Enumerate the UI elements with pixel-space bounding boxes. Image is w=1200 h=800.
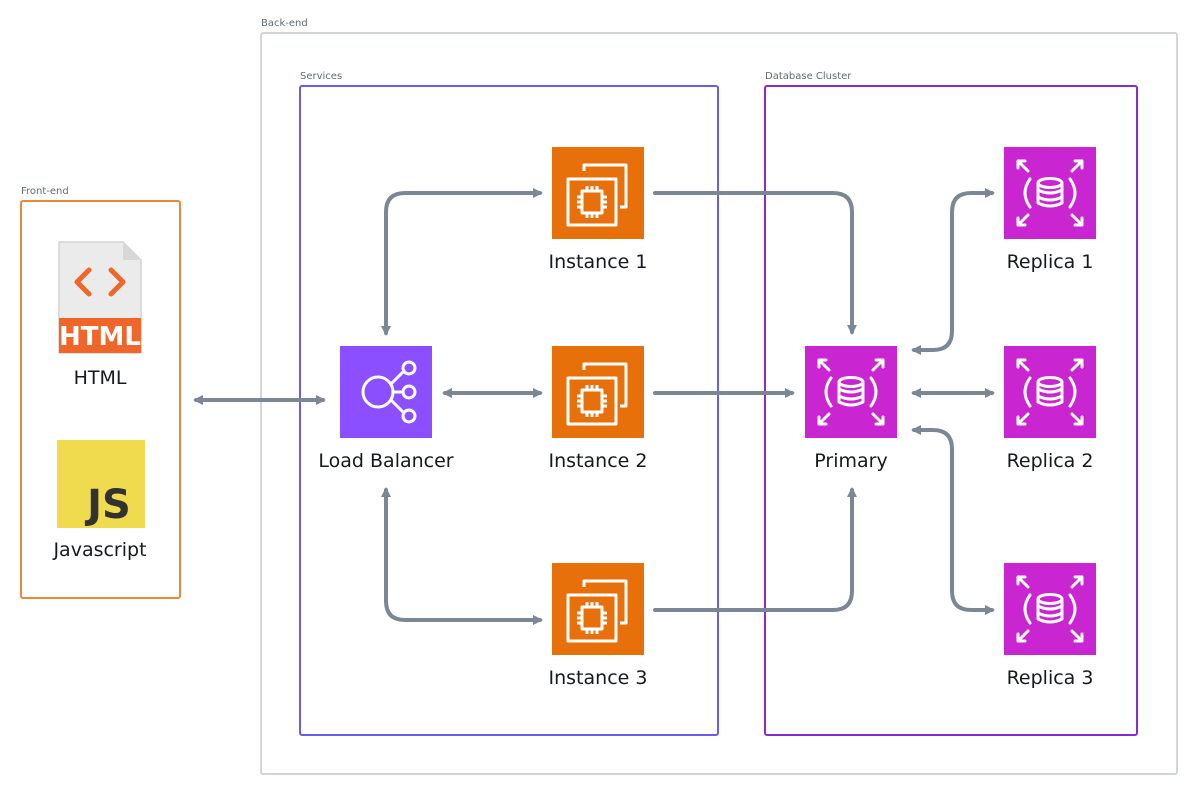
rds-database-icon — [1004, 346, 1096, 438]
ec2-instance-icon — [552, 147, 644, 239]
html-label: HTML — [73, 367, 127, 389]
rds-database-icon — [1004, 563, 1096, 655]
database-cluster-group — [764, 85, 1138, 736]
rds-database-icon — [805, 346, 897, 438]
ec2-instance-icon — [552, 563, 644, 655]
backend-group-label: Back-end — [261, 18, 308, 29]
edge-primary-replica1 — [911, 188, 995, 355]
replica-3-label: Replica 3 — [1006, 667, 1094, 689]
edge-loadbalancer-instance1 — [381, 188, 543, 336]
services-group-label: Services — [300, 71, 343, 82]
edge-instance1-primary — [653, 191, 857, 335]
javascript-node[interactable]: JS Javascript — [53, 440, 147, 561]
edge-instance3-primary — [653, 487, 857, 612]
services-group — [299, 85, 719, 736]
frontend-group-label: Front-end — [21, 186, 69, 197]
javascript-logo-icon: JS — [57, 440, 145, 528]
primary-db-node[interactable]: Primary — [805, 346, 897, 472]
frontend-group — [20, 200, 181, 599]
replica-2-node[interactable]: Replica 2 — [1004, 346, 1096, 472]
primary-label: Primary — [814, 450, 888, 472]
database-cluster-group-label: Database Cluster — [765, 71, 852, 82]
js-icon-text: JS — [84, 482, 131, 528]
html-file-icon: HTML — [58, 241, 142, 354]
load-balancer-label: Load Balancer — [318, 450, 454, 472]
instance-3-label: Instance 3 — [548, 667, 648, 689]
javascript-label: Javascript — [53, 539, 147, 561]
replica-2-label: Replica 2 — [1006, 450, 1094, 472]
instance-2-label: Instance 2 — [548, 450, 648, 472]
instance-2-node[interactable]: Instance 2 — [549, 346, 647, 472]
rds-database-icon — [1004, 147, 1096, 239]
html-icon-text: HTML — [59, 322, 141, 352]
replica-1-node[interactable]: Replica 1 — [1004, 147, 1096, 273]
html-node[interactable]: HTML HTML — [57, 240, 143, 389]
ec2-instance-icon — [552, 346, 644, 438]
instance-1-label: Instance 1 — [548, 251, 648, 273]
edge-loadbalancer-instance3 — [381, 487, 543, 625]
instance-1-node[interactable]: Instance 1 — [549, 147, 647, 273]
load-balancer-icon — [340, 346, 432, 438]
replica-1-label: Replica 1 — [1006, 251, 1094, 273]
load-balancer-node[interactable]: Load Balancer — [318, 346, 454, 472]
edge-primary-replica3 — [911, 425, 995, 615]
replica-3-node[interactable]: Replica 3 — [1004, 563, 1096, 689]
instance-3-node[interactable]: Instance 3 — [549, 563, 647, 689]
